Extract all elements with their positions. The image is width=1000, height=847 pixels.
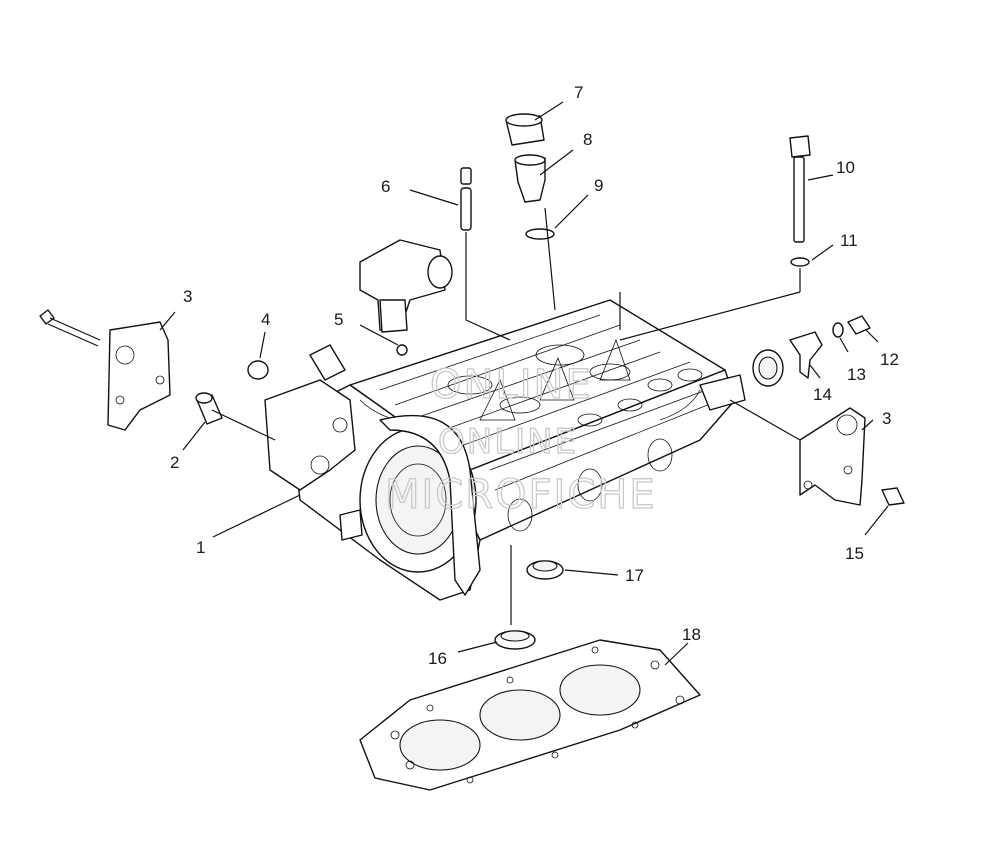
bracket-right-part [799,407,905,506]
solenoid-part [359,239,453,356]
plug-part [247,360,269,380]
valve-guide-part [460,167,472,231]
callout-3-left: 3 [183,287,192,306]
callout-13: 13 [847,365,866,384]
callout-10: 10 [836,158,855,177]
head-gasket-part [359,639,701,791]
callout-16: 16 [428,649,447,668]
callout-3-right: 3 [882,409,891,428]
svg-text:ONLINE: ONLINE [438,422,578,462]
seal-parts [494,560,564,650]
cylinder-head [264,299,746,601]
watermark-line-1: ONLINE [430,362,593,408]
callout-9: 9 [594,176,603,195]
callout-14: 14 [813,385,832,404]
callout-4: 4 [261,310,270,329]
sensor-stack-part [505,113,555,240]
callout-12: 12 [880,350,899,369]
callout-11: 11 [840,231,858,250]
leader-lines [159,101,889,666]
watermark-line-2: MICROFICHE [385,472,657,518]
watermark: ONLINE MICROFICHE ONLINE [384,361,657,518]
head-bolt-part [789,135,811,267]
right-side-parts [752,315,871,387]
callout-15: 15 [845,544,864,563]
callout-1: 1 [196,538,205,557]
callout-2: 2 [170,453,179,472]
callout-labels: 1 2 3 3 4 5 6 7 8 9 10 11 12 13 14 15 16… [170,83,899,668]
callout-8: 8 [583,130,592,149]
callout-6: 6 [381,177,390,196]
callout-5: 5 [334,310,343,329]
callout-18: 18 [682,625,701,644]
bracket-left-part [39,309,223,431]
callout-17: 17 [625,566,644,585]
callout-7: 7 [574,83,583,102]
